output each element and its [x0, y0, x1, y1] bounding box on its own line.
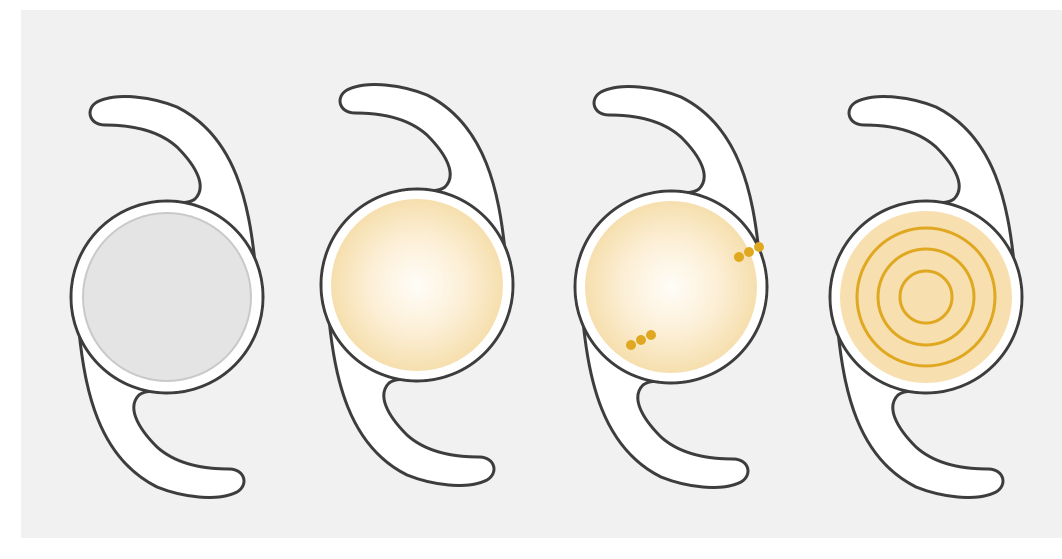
lens-diagram: [21, 10, 1062, 538]
axis-dot-mark: [734, 252, 744, 262]
illustration-panel: [21, 10, 1062, 538]
yellow-gradient-optic: [331, 199, 503, 371]
axis-dot-mark: [754, 242, 764, 252]
gradient-optic: [585, 201, 757, 373]
axis-dot-mark: [646, 330, 656, 340]
plain-gray-optic: [83, 213, 251, 381]
axis-dot-mark: [744, 247, 754, 257]
axis-dot-mark: [626, 340, 636, 350]
axis-dot-mark: [636, 335, 646, 345]
multifocal-optic: [840, 211, 1012, 383]
